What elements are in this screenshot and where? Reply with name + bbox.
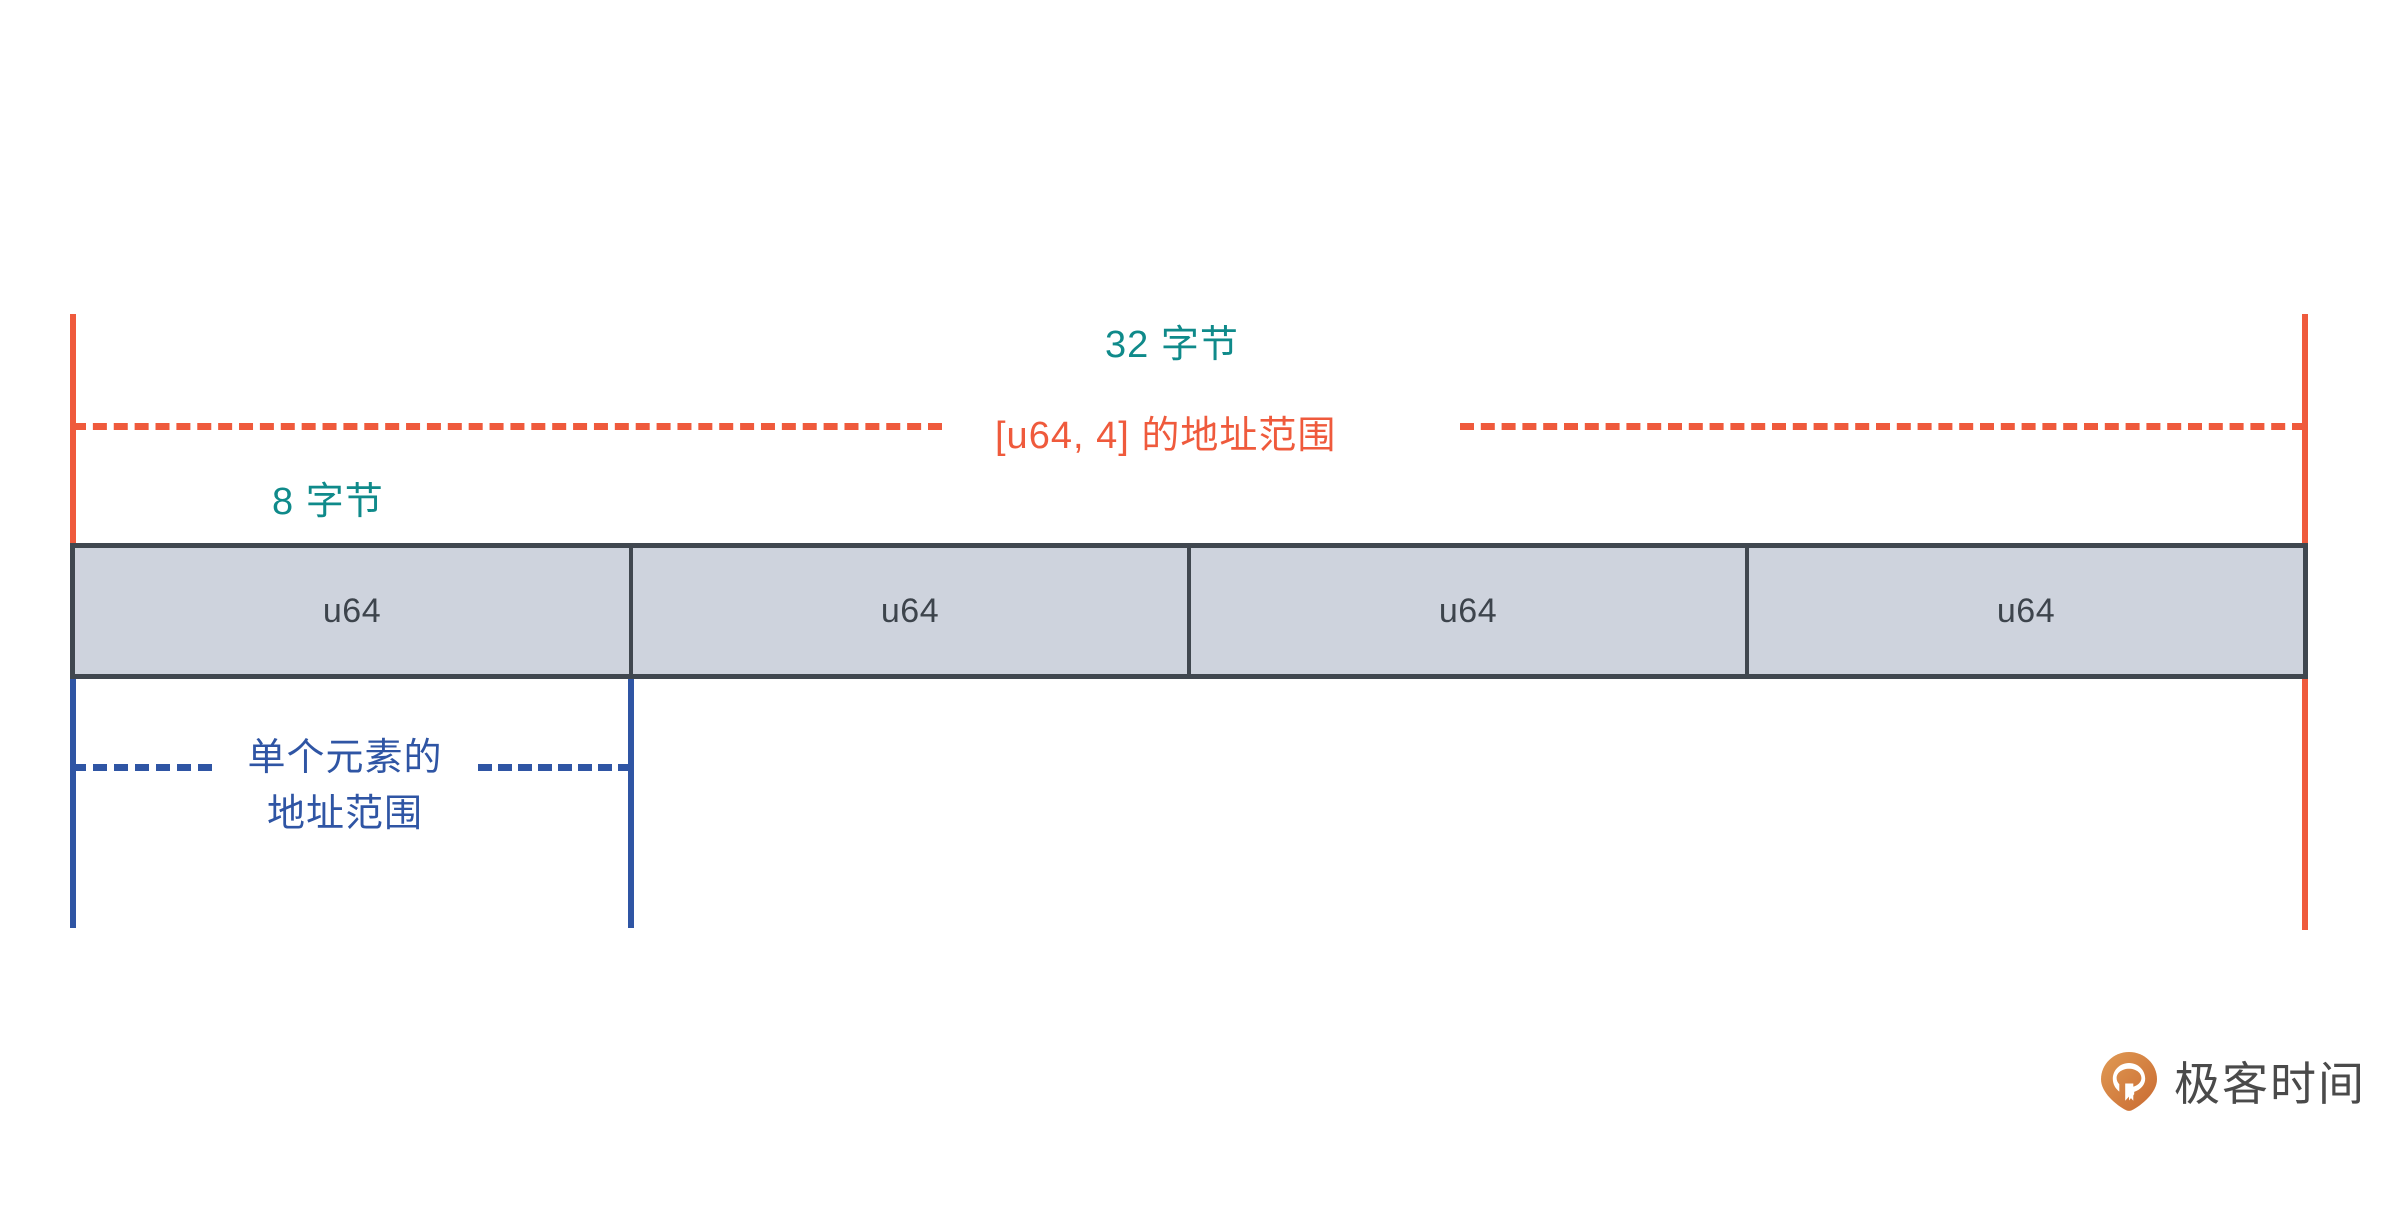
memory-cell: u64 — [1191, 548, 1749, 674]
memory-cell: u64 — [1996, 591, 2056, 630]
element-range-dashed-line-right — [478, 764, 632, 771]
slice-range-dashed-line-right — [1460, 423, 2306, 430]
element-range-label: 单个元素的 地址范围 — [220, 730, 470, 842]
slice-range-label: [u64, 4] 的地址范围 — [995, 415, 1337, 457]
geektime-pin-icon — [2098, 1050, 2160, 1112]
memory-layout-table: u64 u64 u64 u64 — [70, 543, 2308, 679]
element-range-label-line-1: 单个元素的 — [247, 737, 443, 779]
element-range-label-line-2: 地址范围 — [266, 793, 423, 835]
element-size-label: 8 字节 — [272, 481, 384, 523]
brand-watermark: 极客时间 — [2098, 1048, 2366, 1114]
element-range-dashed-line-left — [72, 764, 212, 771]
slice-range-dashed-line-left — [72, 423, 942, 430]
memory-cell: u64 — [633, 548, 1191, 674]
element-range-right-boundary-line — [628, 650, 634, 928]
total-size-label: 32 字节 — [1105, 324, 1239, 366]
brand-name: 极客时间 — [2174, 1057, 2366, 1111]
memory-cell: u64 — [75, 548, 633, 674]
element-range-left-boundary-line — [70, 650, 76, 928]
